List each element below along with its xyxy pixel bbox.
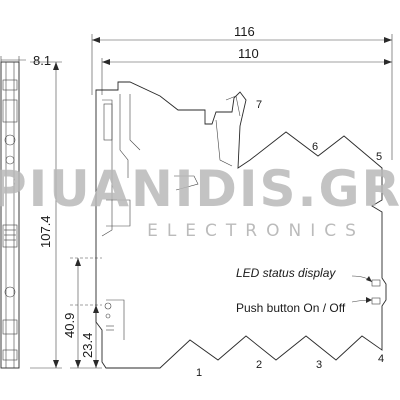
dimension-height-label: 107.4 <box>38 215 53 248</box>
terminal-number-6: 6 <box>312 141 318 153</box>
watermark-sub: ELECTRONICS <box>147 221 365 241</box>
relay-body <box>95 81 387 369</box>
dimension-height: 107.4 <box>30 61 62 369</box>
dimension-sub-heights: 40.9 23.4 <box>62 257 102 369</box>
watermark-brand: PIUANIDIS.GR <box>0 160 400 218</box>
dimension-body-label: 110 <box>238 46 259 61</box>
terminal-number-5: 5 <box>376 151 382 163</box>
terminal-number-7: 7 <box>256 99 262 111</box>
dimension-overall-label: 116 <box>234 24 255 39</box>
terminal-number-1: 1 <box>196 367 202 379</box>
side-view <box>0 61 20 369</box>
terminal-number-4: 4 <box>378 353 384 365</box>
dimension-mid-label: 40.9 <box>62 313 77 338</box>
callout-push-button-label: Push button On / Off <box>236 301 346 315</box>
led-indicator <box>371 279 381 287</box>
dimension-low-label: 23.4 <box>80 333 95 358</box>
callout-led: LED status display <box>236 266 373 283</box>
watermark: PIUANIDIS.GR ELECTRONICS <box>0 160 400 241</box>
push-button-indicator <box>371 297 381 305</box>
dimension-width-label: 8.1 <box>33 53 51 68</box>
terminal-numbers: 1 2 3 4 5 6 7 <box>196 99 384 379</box>
terminal-number-3: 3 <box>316 359 322 371</box>
callout-led-label: LED status display <box>236 266 336 280</box>
terminal-number-2: 2 <box>256 359 262 371</box>
callout-push-button: Push button On / Off <box>236 297 373 315</box>
dimension-lengths: 116 110 <box>91 24 393 160</box>
dimension-width: 8.1 <box>0 53 51 68</box>
